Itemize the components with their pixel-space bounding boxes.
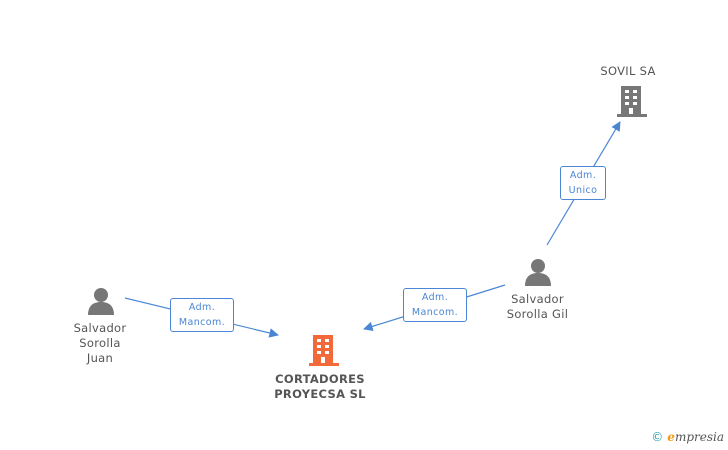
empresia-logo: ©empresia bbox=[651, 430, 724, 444]
edge-label-line-2: Mancom. bbox=[411, 307, 459, 318]
edge-label-gil-sovil[interactable]: Adm. Unico bbox=[560, 166, 606, 200]
juan-label-line-2: Sorolla bbox=[79, 336, 121, 350]
cortadores-building-icon[interactable] bbox=[309, 335, 339, 366]
edge-label-line-1: Adm. bbox=[569, 170, 597, 181]
copyright-icon: © bbox=[651, 430, 664, 444]
person-juan-icon[interactable] bbox=[88, 288, 114, 315]
sovil-label-line-1: SOVIL SA bbox=[600, 64, 656, 78]
edge-label-line-2: Mancom. bbox=[178, 317, 226, 328]
juan-label-line-1: Salvador bbox=[73, 321, 127, 335]
gil-label-line-1: Salvador bbox=[511, 292, 564, 306]
gil-label-line-2: Sorolla Gil bbox=[506, 307, 569, 321]
sovil-building-icon[interactable] bbox=[617, 86, 647, 117]
juan-label[interactable]: Salvador Sorolla Juan bbox=[60, 321, 140, 366]
edge-label-line-1: Adm. bbox=[421, 292, 449, 303]
sovil-label[interactable]: SOVIL SA bbox=[588, 64, 668, 79]
edge-label-line-2: Unico bbox=[568, 185, 598, 196]
cortadores-label[interactable]: CORTADORES PROYECSA SL bbox=[260, 372, 380, 402]
brand-name: mpresia bbox=[674, 430, 724, 444]
juan-label-line-3: Juan bbox=[86, 351, 114, 365]
brand-initial: e bbox=[667, 430, 675, 444]
edge-label-juan-cortadores[interactable]: Adm. Mancom. bbox=[170, 298, 234, 332]
edge-label-gil-cortadores[interactable]: Adm. Mancom. bbox=[403, 288, 467, 322]
cortadores-label-line-1: CORTADORES bbox=[275, 372, 365, 386]
cortadores-label-line-2: PROYECSA SL bbox=[274, 387, 366, 401]
gil-label[interactable]: Salvador Sorolla Gil bbox=[495, 292, 580, 322]
edge-label-line-1: Adm. bbox=[188, 302, 216, 313]
person-gil-icon[interactable] bbox=[525, 259, 551, 286]
